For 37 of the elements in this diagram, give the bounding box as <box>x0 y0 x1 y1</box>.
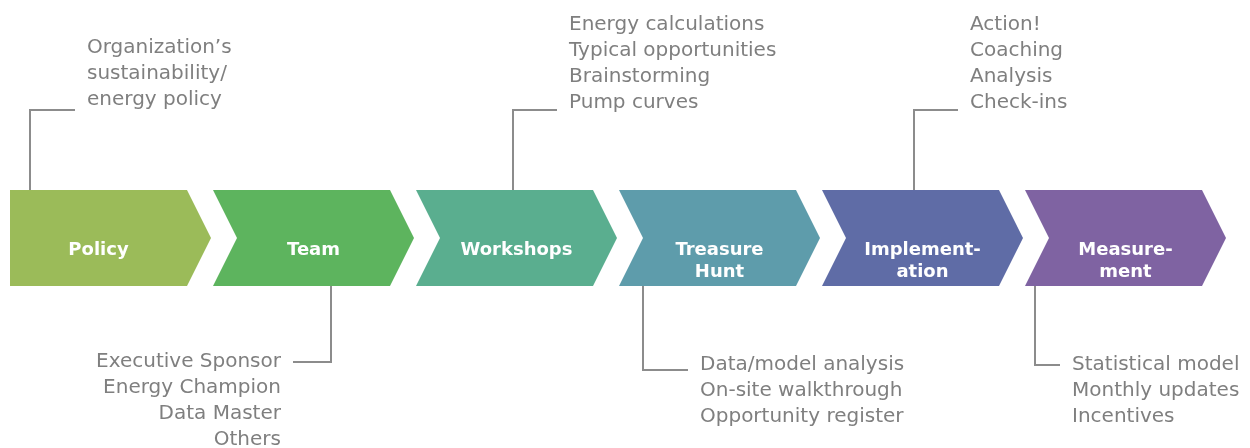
leader-line <box>1034 285 1061 366</box>
step-label: Measure- ment <box>1077 238 1174 282</box>
list-item: Monthly updates <box>1072 376 1240 402</box>
list-item: Energy Champion <box>102 373 281 399</box>
list-item: Opportunity register <box>700 402 905 428</box>
step-label: Implement- ation <box>863 238 982 282</box>
list-item: Analysis <box>970 62 1054 88</box>
leader-line <box>913 109 959 191</box>
list-item: Coaching <box>970 36 1065 62</box>
list-item: Executive Sponsor <box>96 347 281 373</box>
list-item: Data/model analysis <box>700 350 905 376</box>
list-item: Energy calculations <box>569 10 766 36</box>
process-step <box>1025 190 1226 286</box>
step-label: Treasure Hunt <box>674 238 765 282</box>
process-step <box>822 190 1023 286</box>
step-label: Policy <box>67 238 130 260</box>
process-step <box>10 190 211 286</box>
leader-line <box>642 285 689 371</box>
process-step <box>416 190 617 286</box>
leader-line <box>292 285 332 363</box>
list-item: Brainstorming <box>569 62 712 88</box>
list-item: Others <box>212 425 281 448</box>
list-item: On-site walkthrough <box>700 376 904 402</box>
list-item: Typical opportunities <box>569 36 777 62</box>
leader-line <box>29 109 76 191</box>
leader-line <box>512 109 558 191</box>
list-item: Action! <box>970 10 1042 36</box>
process-step <box>213 190 414 286</box>
list-item: Statistical model <box>1072 350 1240 376</box>
process-step <box>619 190 820 286</box>
list-item: Pump curves <box>569 88 700 114</box>
list-item: Incentives <box>1072 402 1176 428</box>
callout-text: Organization’s sustainability/ energy policy <box>87 33 233 111</box>
list-item: Check-ins <box>970 88 1068 114</box>
list-item: Data Master <box>157 399 281 425</box>
step-label: Workshops <box>459 238 574 260</box>
step-label: Team <box>286 238 341 260</box>
